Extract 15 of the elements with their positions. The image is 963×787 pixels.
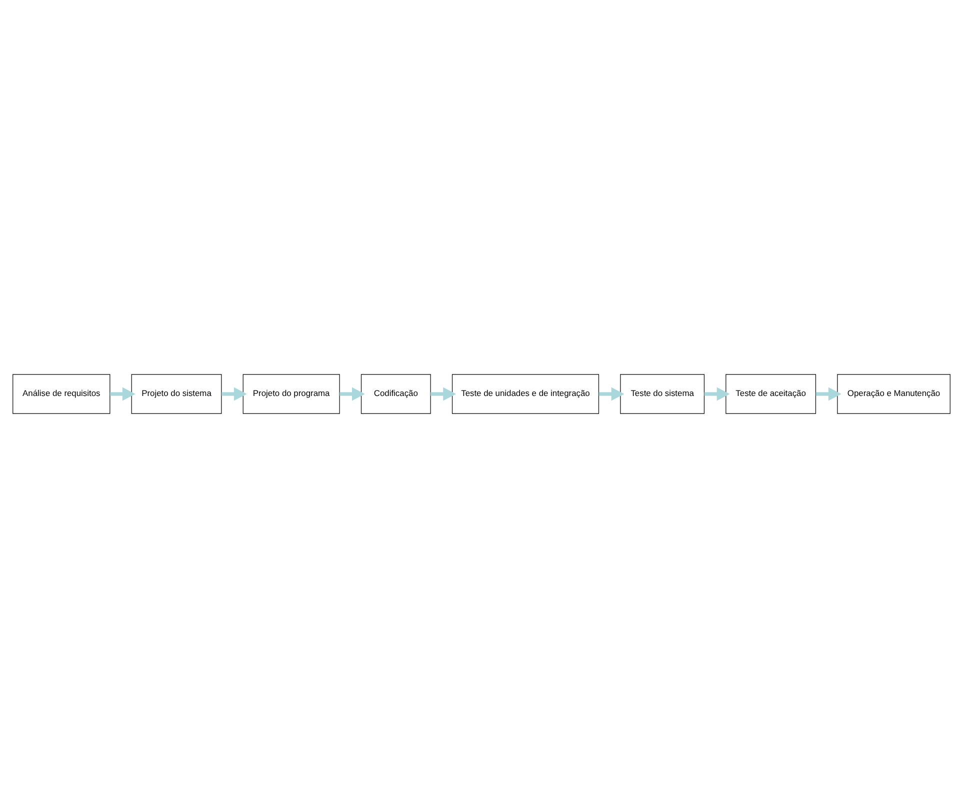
arrow — [598, 386, 624, 400]
node-box: Teste de aceitação — [726, 374, 816, 414]
arrow — [704, 386, 730, 400]
arrow — [222, 386, 247, 400]
arrow — [340, 386, 365, 400]
node-box: Codificação — [360, 374, 431, 414]
node-box: Teste do sistema — [620, 374, 705, 414]
node-box: Análise de requisitos — [12, 374, 110, 414]
node-box: Teste de unidades e de integração — [452, 374, 600, 414]
arrow — [110, 386, 136, 400]
node-box: Projeto do sistema — [131, 374, 222, 414]
node-box: Projeto do programa — [242, 374, 340, 414]
arrow — [816, 386, 842, 400]
node-box: Operação e Manutenção — [837, 374, 950, 414]
arrow — [430, 386, 456, 400]
